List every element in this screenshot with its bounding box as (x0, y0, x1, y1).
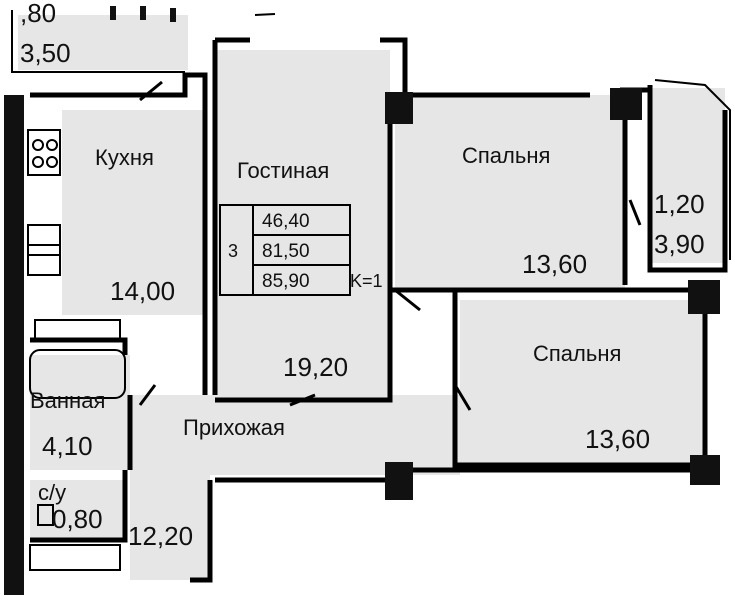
walls (30, 37, 728, 583)
bathroom-area: 4,10 (42, 431, 93, 461)
coefficient: K=1 (350, 271, 383, 291)
bedroom2-area: 13,60 (585, 424, 650, 454)
wc-area: 0,80 (52, 504, 103, 534)
total-area: 81,50 (262, 241, 310, 262)
balcony-outline (11, 10, 731, 260)
bathroom-name: Ванная (30, 388, 105, 413)
total-with-balcony: 85,90 (262, 271, 310, 292)
kitchen-name: Кухня (95, 145, 154, 170)
living-name: Гостиная (237, 158, 329, 183)
exterior-wall-left (4, 95, 24, 595)
room-fills (18, 15, 725, 580)
kitchen-area: 14,00 (110, 276, 175, 306)
bedroom1-name: Спальня (462, 143, 550, 168)
columns (385, 88, 720, 500)
living-area: 19,20 (283, 352, 348, 382)
balcony-left-area-top: ,80 (20, 0, 56, 28)
wc-name: с/у (38, 480, 66, 505)
balcony-left-area: 3,50 (20, 38, 71, 68)
summary-table (219, 204, 351, 296)
window-marks (110, 6, 176, 22)
bathtub-icon (29, 319, 126, 399)
hallway-name: Прихожая (183, 415, 285, 440)
living-area-total: 46,40 (262, 211, 310, 232)
kitchen-stove-icon (27, 129, 61, 176)
balcony-right-area: 3,90 (654, 229, 705, 259)
balcony-right-area-top: 1,20 (654, 189, 705, 219)
rooms-count: 3 (228, 241, 238, 261)
door-swings (138, 80, 642, 411)
hallway-area: 12,20 (128, 521, 193, 551)
bedroom1-area: 13,60 (522, 249, 587, 279)
kitchen-sink-icon (27, 224, 61, 276)
toilet-icon (29, 504, 121, 571)
bedroom2-name: Спальня (533, 341, 621, 366)
